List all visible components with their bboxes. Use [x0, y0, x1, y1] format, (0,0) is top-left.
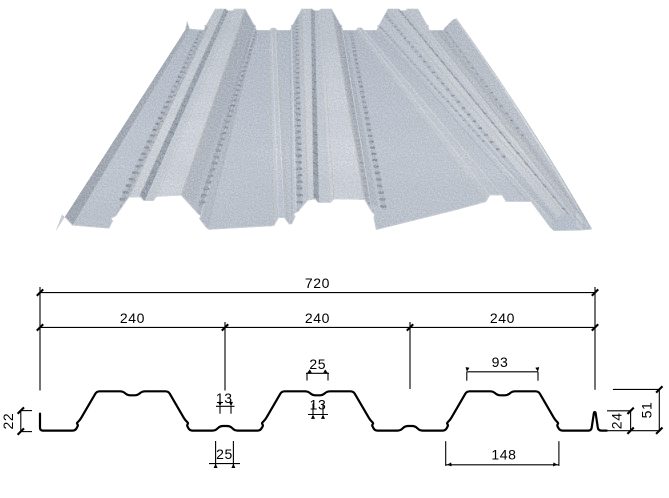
svg-text:240: 240	[490, 310, 515, 326]
svg-text:720: 720	[305, 275, 330, 291]
svg-text:51: 51	[639, 402, 655, 419]
svg-text:148: 148	[491, 447, 516, 463]
svg-text:25: 25	[216, 446, 233, 462]
svg-text:22: 22	[0, 413, 16, 430]
svg-text:13: 13	[310, 397, 327, 413]
svg-text:240: 240	[305, 310, 330, 326]
svg-text:25: 25	[309, 356, 326, 372]
svg-text:24: 24	[609, 412, 625, 429]
svg-text:93: 93	[492, 354, 509, 370]
svg-text:240: 240	[120, 310, 145, 326]
